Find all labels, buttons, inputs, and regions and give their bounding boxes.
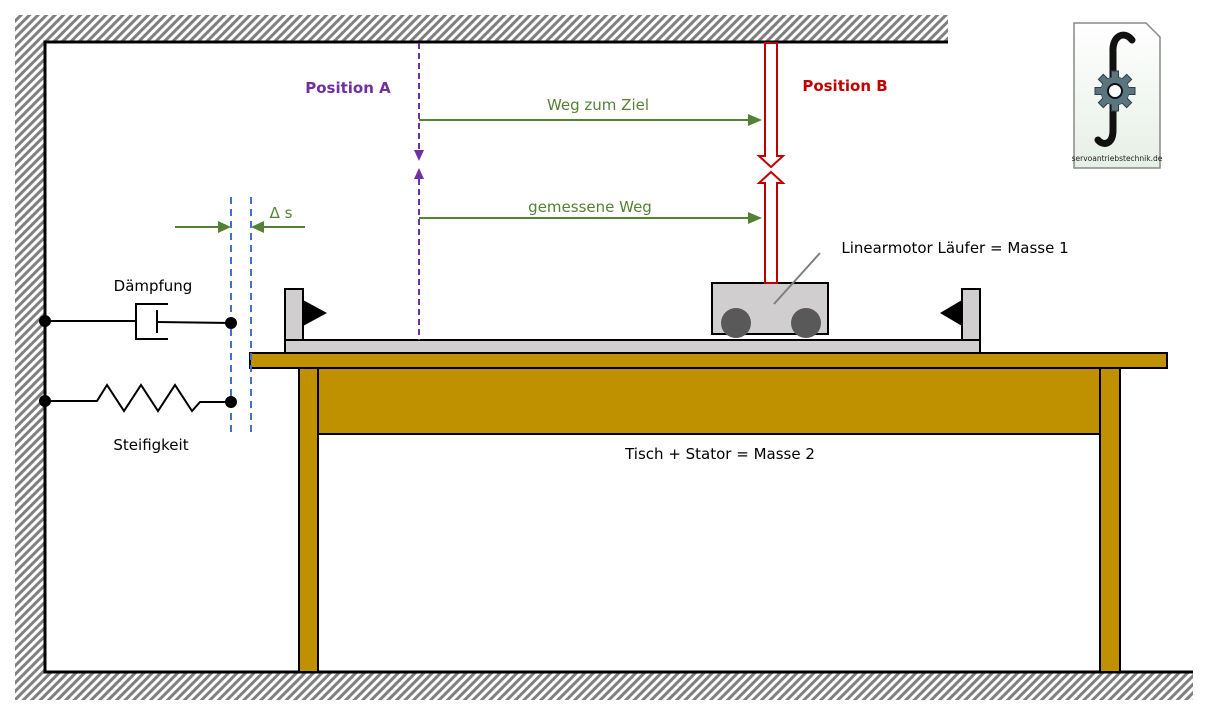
steifigkeit-label: Steifigkeit <box>113 436 188 454</box>
distance-arrows <box>175 114 762 233</box>
label-pointer <box>773 252 821 305</box>
spring <box>39 383 237 413</box>
rail <box>284 288 981 354</box>
reference-lines <box>230 197 252 436</box>
logo-text: servoantriebstechnik.de <box>1072 154 1163 163</box>
gemessene-weg-label: gemessene Weg <box>528 198 652 216</box>
right-end-stop <box>961 288 981 341</box>
damper <box>39 303 237 340</box>
gear-icon <box>1094 70 1136 112</box>
linear-motor-carriage <box>711 252 829 338</box>
left-end-stop <box>284 288 304 341</box>
left-stop-triangle-icon <box>303 300 327 326</box>
tisch-stator-label: Tisch + Stator = Masse 2 <box>624 445 815 463</box>
delta-s-label: Δ s <box>270 204 293 222</box>
wheel <box>721 308 751 338</box>
position-a-label: Position A <box>305 79 391 97</box>
right-stop-triangle-icon <box>940 300 962 326</box>
position-a-line <box>414 43 424 340</box>
position-b-arrow <box>756 42 786 284</box>
position-b-label: Position B <box>802 77 887 95</box>
wheel <box>791 308 821 338</box>
table-stator <box>249 352 1168 673</box>
weg-zum-ziel-label: Weg zum Ziel <box>547 96 649 114</box>
daempfung-label: Dämpfung <box>114 277 193 295</box>
logo: servoantriebstechnik.de <box>1072 22 1163 169</box>
linearmotor-label: Linearmotor Läufer = Masse 1 <box>841 239 1068 257</box>
